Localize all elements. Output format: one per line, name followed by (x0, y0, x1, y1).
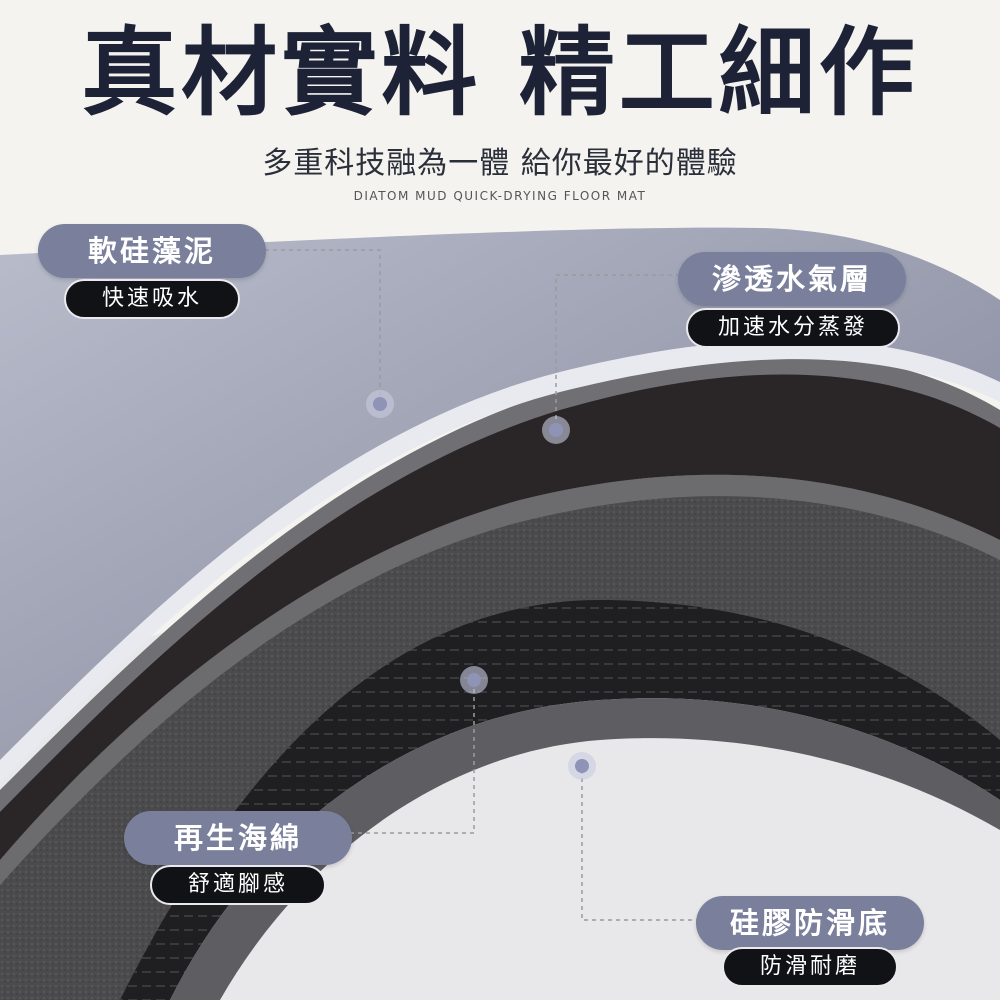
callout-silicone-title: 硅膠防滑底 (696, 896, 924, 950)
callout-silicone-desc: 防滑耐磨 (722, 947, 898, 987)
diatom-top-layer (0, 227, 1000, 780)
callout-sponge-title: 再生海綿 (124, 811, 352, 865)
callout-diatom-desc: 快速吸水 (64, 279, 240, 319)
callout-vapor-desc: 加速水分蒸發 (686, 308, 900, 348)
tagline: DIATOM MUD QUICK-DRYING FLOOR MAT (353, 189, 647, 203)
headline: 真材實料 精工細作 (81, 17, 919, 129)
callout-vapor-title: 滲透水氣層 (678, 252, 906, 306)
callout-diatom-title: 軟硅藻泥 (38, 224, 266, 278)
silicone-edge (170, 698, 1000, 1000)
sponge-edge (0, 474, 1000, 885)
silicone-grip-layer (40, 599, 1000, 1000)
callout-markers (366, 390, 596, 780)
sponge-layer (0, 474, 1000, 1000)
callout-sponge-desc: 舒適腳感 (150, 865, 326, 905)
callout-leader-lines (265, 249, 700, 921)
subheadline: 多重科技融為一體 給你最好的體驗 (262, 146, 738, 181)
